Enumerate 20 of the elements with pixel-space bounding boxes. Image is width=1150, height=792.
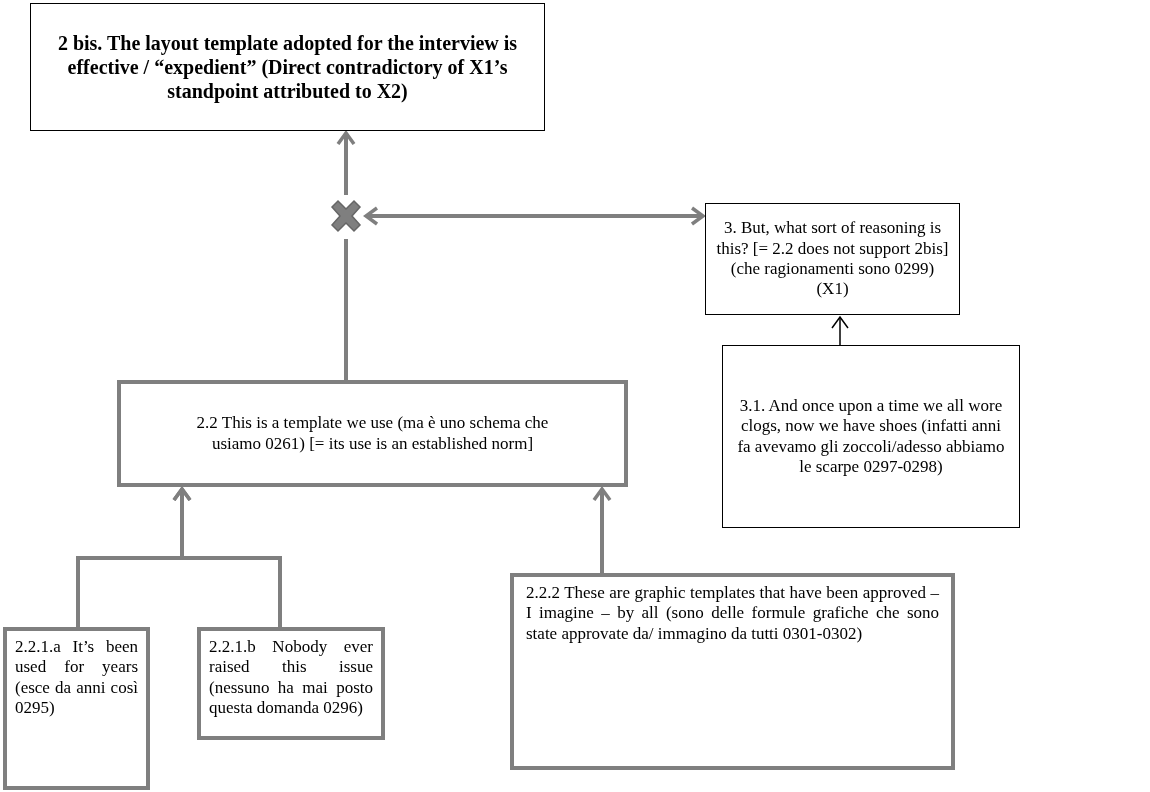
- argument-box: [117, 380, 628, 487]
- question-box: [705, 203, 960, 315]
- box-text: 2.2.2 These are graphic templates that have been approved – I imagine – by all (sono delle formule grafiche che sono state approvate da/ immagino da tutti 0301-0302): [525, 582, 940, 645]
- box-text: 2.2.1.a It’s been used for years (esce da anni così 0295): [14, 636, 139, 720]
- box-text: 2.2.1.b Nobody ever raised this issue (nessuno ha mai posto questa domanda 0296): [208, 636, 374, 720]
- arrow: [592, 487, 612, 573]
- standpoint-box: [30, 3, 545, 131]
- argument-box: [3, 627, 150, 790]
- box-text: 2 bis. The layout template adopted for the interview is effective / “expedient” (Direct contradictory of X1’s standpoint attributed to X2): [56, 31, 519, 105]
- argument-box: [722, 345, 1020, 528]
- arrow: [336, 131, 356, 195]
- connector-line: [344, 239, 348, 380]
- box-text: 2.2 This is a template we use (ma è uno schema che usiamo 0261) [= its use is an established norm]: [195, 412, 550, 455]
- box-text: 3.1. And once upon a time we all wore clogs, now we have shoes (infatti anni fa avevamo gli zoccoli/adesso abbiamo le scarpe 0297-0298): [736, 394, 1006, 478]
- argument-box: [510, 573, 955, 770]
- box-text: 3. But, what sort of reasoning is this? [= 2.2 does not support 2bis] (che ragionamenti sono 0299) (X1): [715, 217, 950, 301]
- argument-box: [197, 627, 385, 740]
- arrow: [364, 206, 705, 226]
- arrow: [831, 316, 849, 346]
- arrow: [172, 487, 282, 627]
